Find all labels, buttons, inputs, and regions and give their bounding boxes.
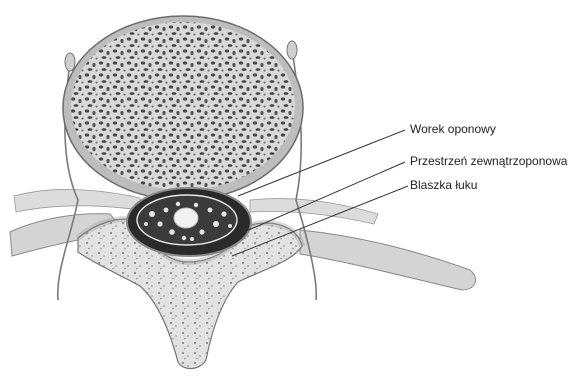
label-lamina: Blaszka łuku xyxy=(410,178,477,192)
label-epidural-space: Przestrzeń zewnątrzoponowa xyxy=(410,154,567,168)
label-dural-sac: Worek oponowy xyxy=(410,122,496,136)
right-vessel-node xyxy=(287,41,297,59)
vertebral-body-trabecular xyxy=(71,22,295,190)
left-nerve-root xyxy=(14,189,140,212)
spinal-cord-conus xyxy=(174,208,198,228)
left-vessel-node xyxy=(65,53,75,71)
right-transverse-process xyxy=(300,230,476,290)
